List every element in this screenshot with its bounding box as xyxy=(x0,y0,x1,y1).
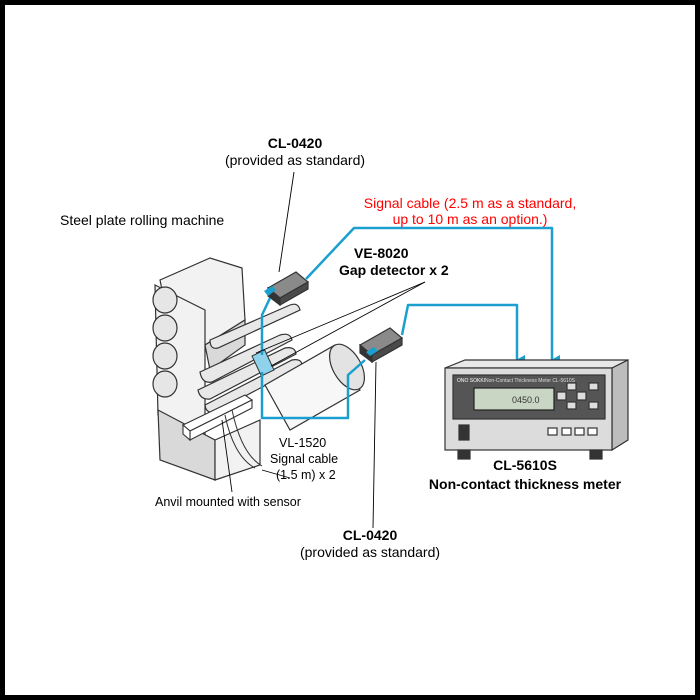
anvil-label: Anvil mounted with sensor xyxy=(155,495,301,509)
cl0420-top-note: (provided as standard) xyxy=(224,152,366,168)
leader-lines xyxy=(221,171,426,529)
meter-brand: ONO SOKKI xyxy=(457,378,485,384)
ve8020-model: VE-8020 xyxy=(354,245,409,261)
rolling-machine xyxy=(154,257,261,481)
cl0420-bottom-amplifier xyxy=(358,327,404,364)
meter-panel-title: Non-Contact Thickness Meter CL-5610S xyxy=(485,378,576,384)
cl0420-bottom-note: (provided as standard) xyxy=(299,544,441,560)
ve8020-desc: Gap detector x 2 xyxy=(339,262,449,278)
signal-cable-line1: Signal cable (2.5 m as a standard, xyxy=(363,195,577,211)
machine-title: Steel plate rolling machine xyxy=(60,212,225,228)
cl5610s-model: CL-5610S xyxy=(493,457,557,473)
cl0420-top-model: CL-0420 xyxy=(267,135,323,151)
cl0420-bottom-model: CL-0420 xyxy=(342,527,398,543)
vl1520-length: (1.5 m) x 2 xyxy=(276,468,336,482)
meter-display-reading: 0450.0 xyxy=(512,395,540,405)
vl1520-cable-label: Signal cable xyxy=(270,452,339,466)
cl5610s-meter xyxy=(444,359,629,460)
roller-rods xyxy=(197,303,303,413)
cl5610s-desc: Non-contact thickness meter xyxy=(428,476,622,492)
vl1520-cables xyxy=(224,409,263,469)
roll-ends xyxy=(152,286,178,398)
cl0420-top-amplifier xyxy=(264,271,310,307)
gap-detector xyxy=(251,349,275,377)
anvil xyxy=(182,394,254,442)
steel-cylinder xyxy=(264,343,366,431)
signal-cable-line2: up to 10 m as an option.) xyxy=(392,211,548,227)
vl1520-model: VL-1520 xyxy=(279,436,327,450)
signal-cables xyxy=(260,226,560,420)
